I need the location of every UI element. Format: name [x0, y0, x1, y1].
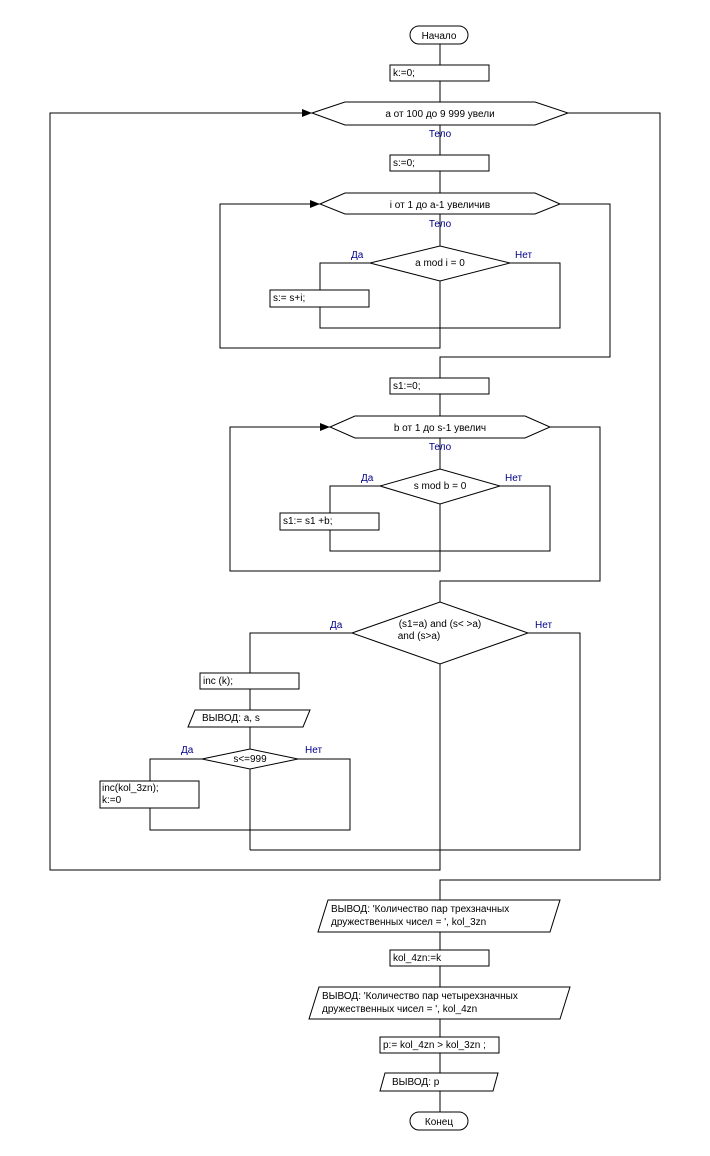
cond-amod-yes: Да	[351, 250, 364, 261]
start-terminator: Начало	[409, 25, 469, 45]
cond-main-text-1: (s1=a) and (s< >a)	[399, 619, 482, 630]
out-p-text: ВЫВОД: p	[392, 1077, 440, 1088]
out-3zn-block: ВЫВОД: 'Количество пар трехзначных друже…	[317, 899, 561, 933]
inc-kol-block: inc(kol_3zn); k:=0	[99, 780, 200, 809]
cond-main-text-2: and (s>a)	[398, 631, 441, 642]
loop-i-body-label: Тело	[429, 219, 452, 230]
end-terminator: Конец	[409, 1111, 469, 1131]
kol4-block: kol_4zn:=k	[389, 949, 490, 967]
s1-init-text: s1:=0;	[393, 381, 421, 392]
arrow-loop-b-icon	[320, 423, 330, 431]
inc-kol-text-2: k:=0	[102, 795, 122, 806]
cond-amod-block: a mod i = 0	[369, 245, 511, 282]
loop-b-text: b от 1 до s-1 увелич	[394, 423, 486, 434]
out-as-text: ВЫВОД: a, s	[202, 713, 260, 724]
s1-add-text: s1:= s1 +b;	[283, 516, 332, 527]
cond-999-no: Нет	[305, 745, 322, 756]
loop-i-block: i от 1 до a-1 увеличив	[318, 192, 562, 215]
cond-smod-text: s mod b = 0	[414, 481, 467, 492]
inc-kol-text-1: inc(kol_3zn);	[102, 783, 159, 794]
loop-b-body-label: Тело	[429, 442, 452, 453]
cond-999-yes: Да	[181, 745, 194, 756]
cond-smod-no: Нет	[505, 473, 522, 484]
cond-main-no: Нет	[535, 620, 552, 631]
inc-k-text: inc (k);	[203, 676, 233, 687]
s-init-block: s:=0;	[389, 154, 490, 172]
k-init-text: k:=0;	[393, 68, 415, 79]
out-4zn-text-1: ВЫВОД: 'Количество пар четырехзначных	[322, 991, 518, 1002]
cond-999-block: s<=999	[201, 748, 299, 770]
out-3zn-text-1: ВЫВОД: 'Количество пар трехзначных	[331, 904, 509, 915]
loop-b-block: b от 1 до s-1 увелич	[328, 415, 552, 439]
out-4zn-text-2: дружественных чисел = ', kol_4zn	[322, 1004, 477, 1015]
s-add-text: s:= s+i;	[273, 293, 305, 304]
inc-k-block: inc (k);	[199, 672, 300, 690]
s1-add-block: s1:= s1 +b;	[279, 512, 380, 531]
out-p-block: ВЫВОД: p	[379, 1072, 499, 1092]
end-text: Конец	[425, 1117, 453, 1128]
cond-main-yes: Да	[330, 620, 343, 631]
start-text: Начало	[422, 31, 457, 42]
s1-init-block: s1:=0;	[389, 377, 490, 395]
loop-a-body-label: Тело	[429, 129, 452, 140]
loop-a-text: a от 100 до 9 999 увели	[385, 109, 494, 120]
kol4-text: kol_4zn:=k	[393, 953, 442, 964]
out-3zn-text-2: дружественных чисел = ', kol_3zn	[331, 917, 486, 928]
p-assign-text: p:= kol_4zn > kol_3zn ;	[383, 1040, 486, 1051]
loop-i-text: i от 1 до a-1 увеличив	[390, 200, 490, 211]
arrow-loop-i-icon	[310, 200, 320, 208]
s-add-block: s:= s+i;	[269, 289, 370, 308]
out-4zn-block: ВЫВОД: 'Количество пар четырехзначных др…	[308, 986, 571, 1020]
connector-lines	[49, 44, 661, 1112]
cond-main-block: (s1=a) and (s< >a) and (s>a)	[350, 601, 530, 665]
cond-amod-text: a mod i = 0	[415, 258, 465, 269]
p-assign-block: p:= kol_4zn > kol_3zn ;	[379, 1036, 500, 1054]
cond-smod-block: s mod b = 0	[378, 468, 502, 505]
s-init-text: s:=0;	[393, 158, 415, 169]
cond-999-text: s<=999	[233, 754, 267, 765]
out-as-block: ВЫВОД: a, s	[187, 709, 311, 728]
arrow-loop-a-icon	[302, 109, 312, 117]
cond-smod-yes: Да	[361, 473, 374, 484]
cond-amod-no: Нет	[515, 250, 532, 261]
k-init-block: k:=0;	[389, 64, 490, 82]
loop-a-block: a от 100 до 9 999 увели	[310, 101, 570, 126]
